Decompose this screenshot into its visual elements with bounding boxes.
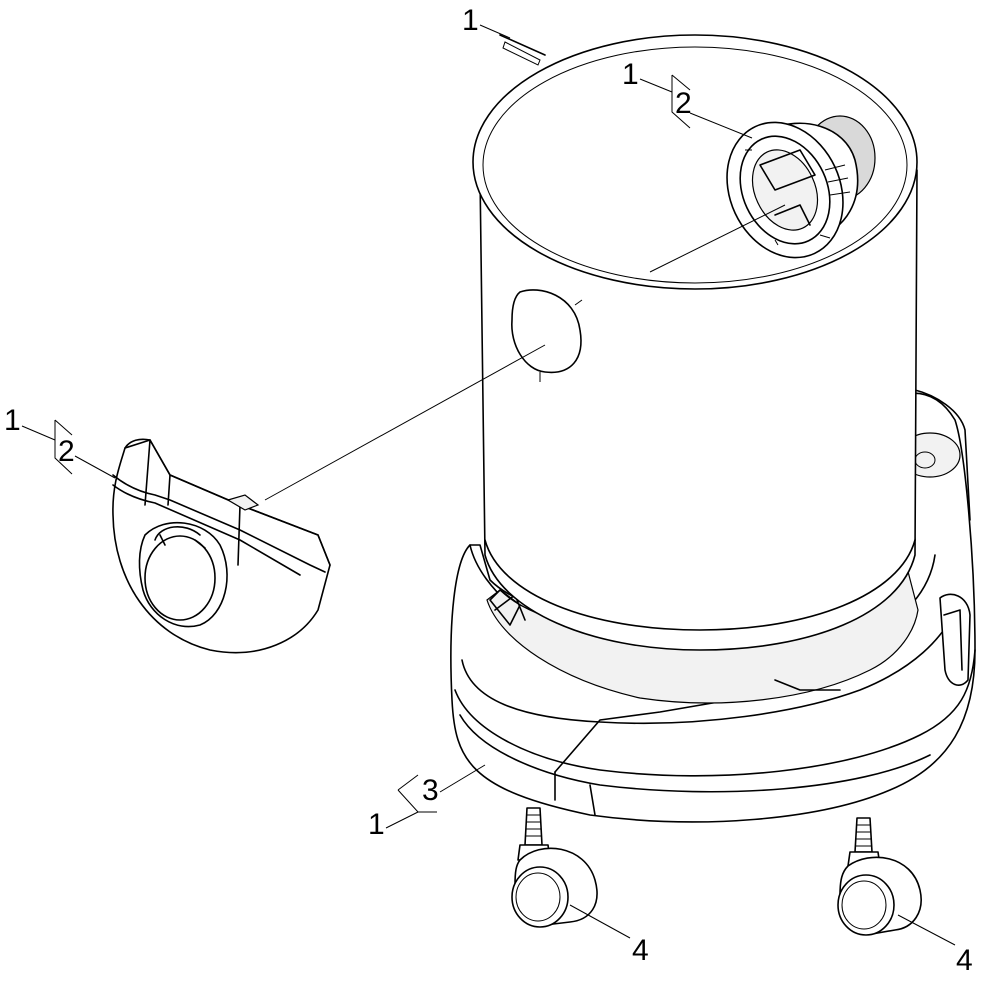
callout-caster-left: 4 [569,904,649,967]
callout-top-cord: 1 [462,4,511,39]
filter-basket-inlet [726,115,876,259]
callout-base-item: 3 [422,774,439,807]
caster-left [511,807,598,928]
callout-front-cover-qty: 1 [4,404,21,437]
caster-right [837,817,922,936]
callout-caster-right: 4 [897,914,973,977]
callout-caster-left-item: 4 [632,934,649,967]
callout-filter-basket-item: 2 [675,87,692,120]
callout-base: 1 3 [368,764,486,841]
callout-front-cover: 1 2 [4,404,116,479]
callout-filter-basket: 1 2 [622,58,753,139]
callout-top-cord-qty: 1 [462,4,479,37]
leader-basket-to-rim [649,204,786,273]
callout-front-cover-item: 2 [58,435,75,468]
front-cover [112,438,331,654]
callout-caster-right-item: 4 [956,944,973,977]
callout-filter-basket-qty: 1 [622,58,639,91]
callout-base-qty: 1 [368,808,385,841]
leader-cover-to-drum [264,344,546,501]
